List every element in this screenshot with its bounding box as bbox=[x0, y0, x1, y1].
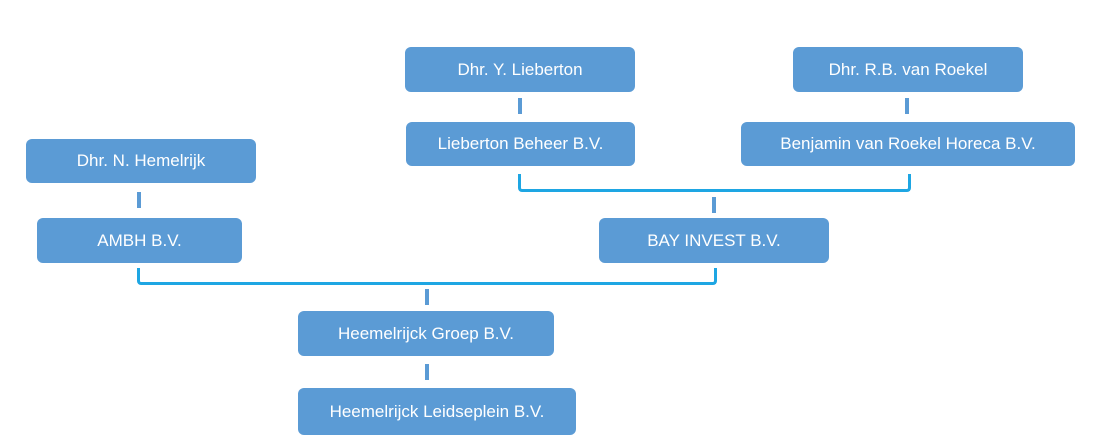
node-bay-invest-bv: BAY INVEST B.V. bbox=[599, 218, 829, 263]
bracket-upper bbox=[518, 174, 911, 192]
connector-bracket-bay-invest bbox=[712, 197, 716, 213]
connector-groep-leidseplein bbox=[425, 364, 429, 380]
connector-vanroekel-benjamin bbox=[905, 98, 909, 114]
connector-lieberton-beheer bbox=[518, 98, 522, 114]
node-benjamin-van-roekel-horeca-bv: Benjamin van Roekel Horeca B.V. bbox=[741, 122, 1075, 166]
connector-hemelrijk-ambh bbox=[137, 192, 141, 208]
node-dhr-y-lieberton: Dhr. Y. Lieberton bbox=[405, 47, 635, 92]
node-heemelrijck-leidseplein-bv: Heemelrijck Leidseplein B.V. bbox=[298, 388, 576, 435]
node-dhr-rb-van-roekel: Dhr. R.B. van Roekel bbox=[793, 47, 1023, 92]
bracket-lower bbox=[137, 268, 717, 285]
node-lieberton-beheer-bv: Lieberton Beheer B.V. bbox=[406, 122, 635, 166]
connector-bracket-groep bbox=[425, 289, 429, 305]
node-heemelrijck-groep-bv: Heemelrijck Groep B.V. bbox=[298, 311, 554, 356]
node-ambh-bv: AMBH B.V. bbox=[37, 218, 242, 263]
node-dhr-n-hemelrijk: Dhr. N. Hemelrijk bbox=[26, 139, 256, 183]
